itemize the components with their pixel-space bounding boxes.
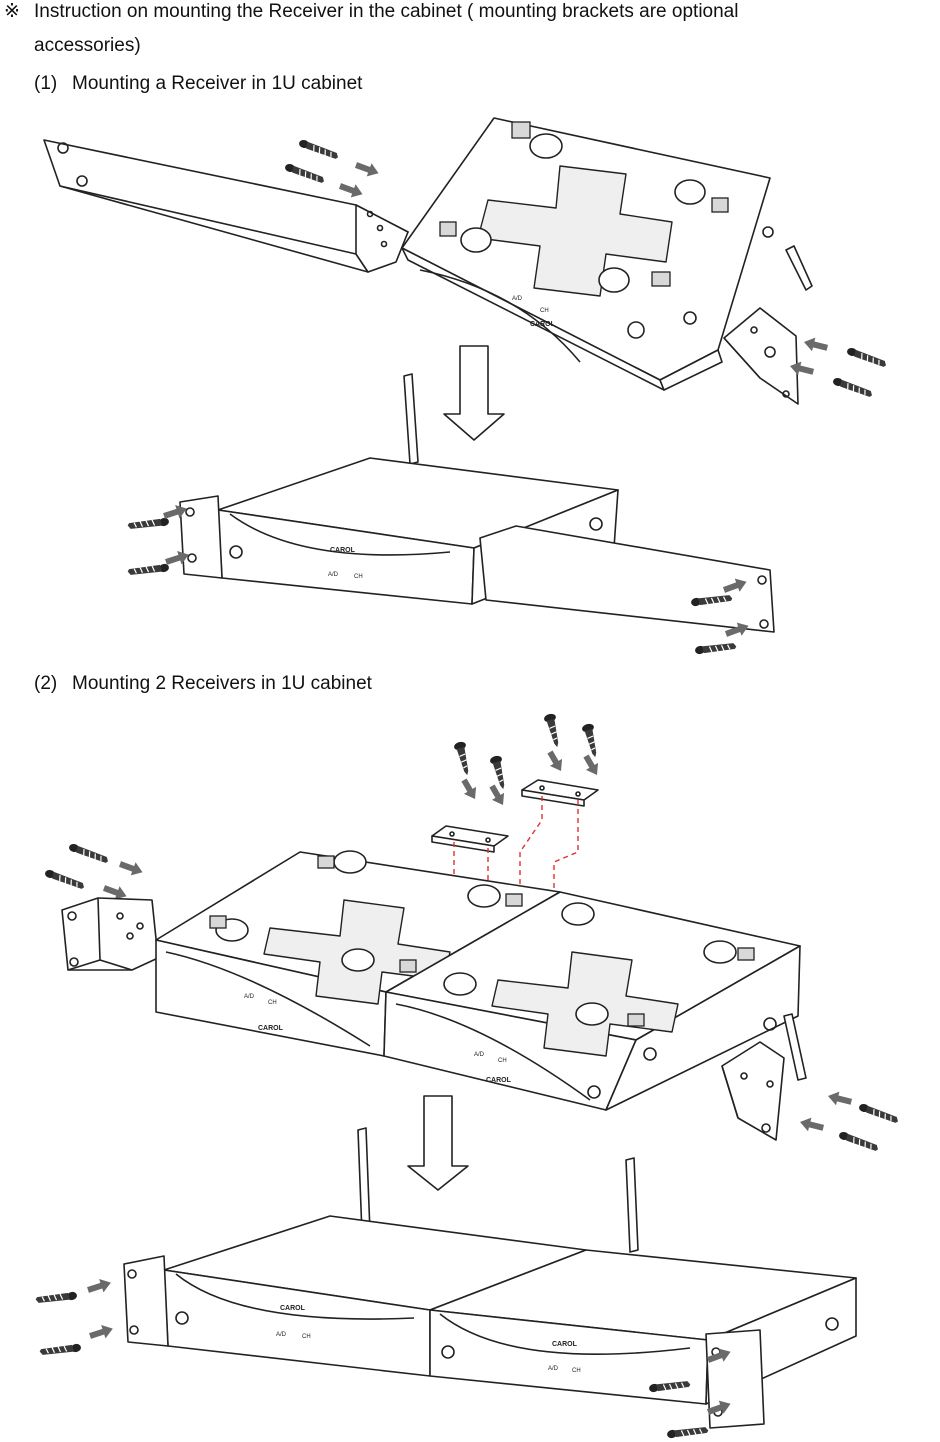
button-label-ad: A/D (512, 296, 523, 302)
button-label-ch: CH (572, 1368, 581, 1374)
screw (580, 722, 602, 760)
screw (856, 1102, 901, 1124)
joining-plate (521, 779, 599, 807)
figure-single-receiver-mount: A/D CH CAROL CAROL A/D CH (43, 117, 889, 660)
screw (665, 1420, 710, 1442)
receiver-bottom-view: A/D CH CAROL (401, 117, 774, 391)
section-1-number: (1) (34, 73, 58, 94)
screw (296, 138, 341, 160)
section-2-heading: (2) Mounting 2 Receivers in 1U cabinet (34, 672, 372, 696)
arrow-icon (826, 1089, 853, 1109)
brand-logo: CAROL (530, 321, 556, 328)
screw (693, 636, 738, 660)
screw (126, 558, 171, 582)
brand-logo: CAROL (486, 1077, 512, 1084)
button-label-ad: A/D (276, 1332, 287, 1338)
screw (282, 162, 327, 184)
button-label-ad: A/D (328, 572, 339, 578)
brand-logo: CAROL (330, 547, 356, 554)
reference-mark: ※ (4, 1, 20, 22)
brand-logo: CAROL (258, 1025, 284, 1032)
arrow-icon (543, 748, 568, 775)
button-label-ch: CH (302, 1334, 311, 1340)
arrow-icon (117, 857, 145, 879)
arrow-icon (87, 1321, 115, 1343)
button-label-ch: CH (498, 1058, 507, 1064)
section-1-title: Mounting a Receiver in 1U cabinet (72, 73, 363, 94)
arrow-icon (798, 1115, 825, 1135)
arrow-icon (353, 158, 381, 180)
button-label-ch: CH (540, 308, 549, 314)
screw (844, 346, 889, 368)
screw (488, 754, 510, 792)
intro-line-1: Instruction on mounting the Receiver in … (34, 1, 739, 22)
section-2-title: Mounting 2 Receivers in 1U cabinet (72, 673, 372, 694)
screw (42, 868, 87, 890)
intro-line-2: accessories) (34, 35, 141, 56)
section-2-number: (2) (34, 673, 58, 694)
arrow-icon (337, 179, 365, 201)
intro-paragraph: ※ Instruction on mounting the Receiver in… (4, 0, 934, 24)
receiver-bottom-view: A/D CH CAROL (383, 891, 801, 1111)
arrow-icon (85, 1275, 113, 1297)
down-arrow-icon (407, 1095, 469, 1191)
figure-dual-receiver-mount: A/D CH CAROL A/D CH CAROL (34, 712, 901, 1442)
button-label-ad: A/D (244, 994, 255, 1000)
screw (836, 1130, 881, 1152)
screw (34, 1286, 79, 1310)
rack-bracket-long (43, 139, 409, 273)
screw (66, 842, 111, 864)
down-arrow-icon (443, 345, 505, 441)
brand-logo: CAROL (280, 1305, 306, 1312)
screw (126, 512, 171, 536)
rack-bracket-short (61, 897, 159, 971)
button-label-ch: CH (268, 1000, 277, 1006)
screw (452, 740, 474, 778)
antenna (783, 1013, 807, 1081)
antenna (785, 245, 813, 291)
screw (38, 1338, 83, 1362)
button-label-ch: CH (354, 574, 363, 580)
rack-bracket-short (723, 307, 799, 405)
arrow-icon (485, 782, 510, 809)
arrow-icon (579, 752, 604, 779)
arrow-icon (802, 335, 829, 355)
receiver-assembled: CAROL A/D CH (179, 373, 775, 633)
brand-logo: CAROL (552, 1341, 578, 1348)
screw (542, 712, 564, 750)
receiver-bottom-view: A/D CH CAROL (155, 850, 561, 1057)
button-label-ad: A/D (548, 1366, 559, 1372)
rack-bracket-short (721, 1041, 785, 1141)
section-1-heading: (1) Mounting a Receiver in 1U cabinet (34, 72, 362, 96)
receivers-assembled: CAROL A/D CH CAROL A/D CH (123, 1127, 857, 1429)
joining-plate (431, 825, 509, 853)
arrow-icon (457, 776, 482, 803)
screw (830, 376, 875, 398)
button-label-ad: A/D (474, 1052, 485, 1058)
